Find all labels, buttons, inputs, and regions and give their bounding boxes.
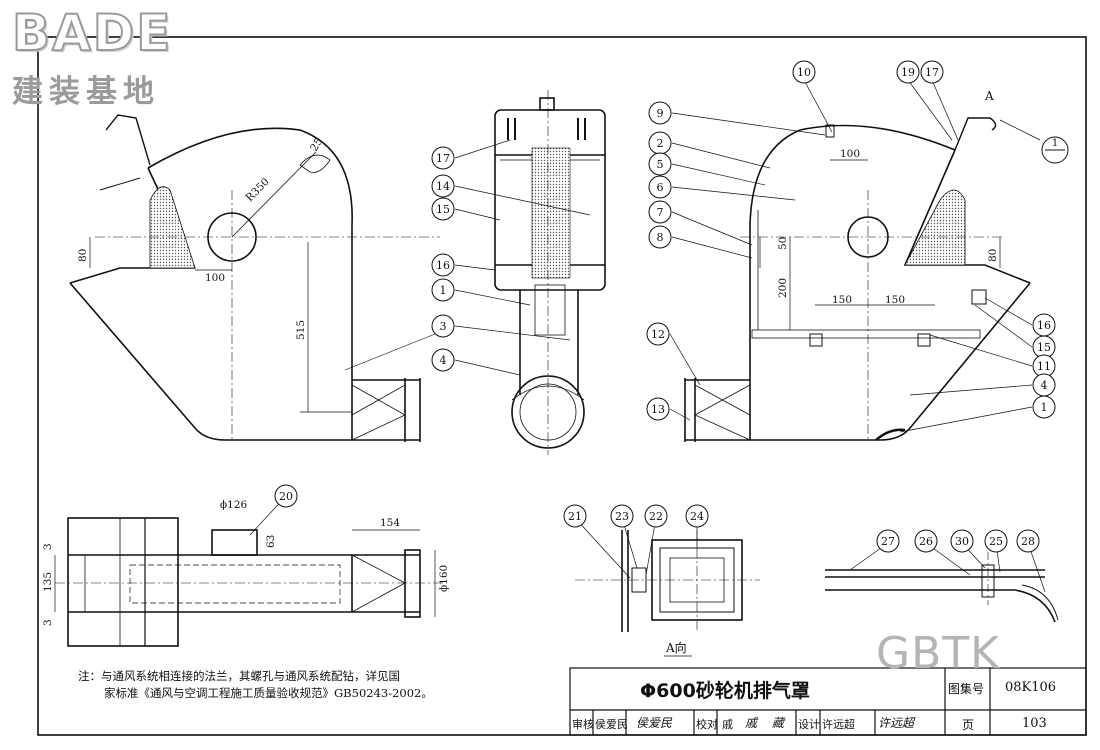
callout-5: 5 — [657, 158, 664, 171]
callout-24: 24 — [690, 510, 704, 523]
sig-checker-handwritten-1: 戚 — [745, 716, 758, 730]
dim-3-a: 3 — [42, 543, 54, 550]
sig-reviewer-handwritten: 侯爱民 — [636, 716, 673, 730]
callout-11: 11 — [1037, 360, 1051, 373]
watermark: GBTK — [876, 628, 1001, 679]
dim-80-left: 80 — [77, 249, 89, 262]
sig-checker-handwritten-2: 藏 — [772, 716, 785, 730]
callout-25: 25 — [989, 535, 1003, 548]
callout-leaders — [249, 79, 1046, 593]
view-a-label: A向 — [665, 640, 687, 655]
dim-150-a: 150 — [832, 294, 852, 306]
callout-30: 30 — [955, 535, 969, 548]
page-label: 页 — [962, 718, 975, 732]
callout-20: 20 — [279, 490, 293, 503]
note-line-2: 家标准《通风与空调工程施工质量验收规范》GB50243-2002。 — [104, 686, 433, 700]
dim-515: 515 — [295, 320, 307, 340]
callout-circles — [274, 60, 1056, 553]
callout-7: 7 — [657, 206, 664, 219]
section-mark: 1 — [1052, 138, 1058, 149]
callout-17: 17 — [436, 152, 450, 165]
detail-view — [825, 552, 1059, 623]
callout-12: 12 — [651, 328, 665, 341]
dim-phi160: ϕ160 — [438, 565, 450, 592]
callout-23: 23 — [615, 510, 629, 523]
callout-10: 10 — [797, 66, 811, 79]
sig-check-label: 校对 — [696, 718, 718, 731]
callout-6: 6 — [657, 181, 664, 194]
dim-63: 63 — [265, 535, 277, 548]
atlas-number: 08K106 — [1005, 680, 1057, 695]
drawing-note: 注：与通风系统相连接的法兰，其螺孔与通风系统配钻，详见国 家标准《通风与空调工程… — [78, 668, 548, 702]
callout-1: 1 — [440, 284, 447, 297]
callout-15: 15 — [436, 203, 450, 216]
dimension-labels: R350 25 80 100 515 100 50 200 150 150 80… — [42, 89, 999, 655]
callout-17r: 17 — [925, 66, 939, 79]
callout-9: 9 — [657, 107, 664, 120]
dim-200: 200 — [777, 278, 789, 298]
callout-22: 22 — [649, 510, 663, 523]
dim-154: 154 — [380, 517, 400, 529]
front-view — [494, 90, 606, 455]
arrow-a-label: A — [984, 89, 994, 103]
callout-13: 13 — [651, 403, 665, 416]
note-line-1: 注：与通风系统相连接的法兰，其螺孔与通风系统配钻，详见国 — [78, 669, 400, 683]
callout-16: 16 — [436, 259, 450, 272]
dim-phi126: ϕ126 — [220, 499, 248, 511]
sig-review-label: 审核 — [572, 718, 594, 731]
callout-3: 3 — [440, 320, 447, 333]
callout-4: 4 — [440, 354, 447, 367]
callout-21: 21 — [568, 510, 582, 523]
callout-15r: 15 — [1037, 341, 1051, 354]
callout-2: 2 — [657, 137, 664, 150]
callout-26: 26 — [919, 535, 933, 548]
dim-25: 25 — [308, 136, 325, 154]
callout-4r: 4 — [1041, 379, 1048, 392]
callout-numbers: 17 14 15 16 1 3 4 10 19 17 9 2 5 6 7 8 1… — [279, 66, 1058, 548]
page-number: 103 — [1022, 716, 1047, 731]
callout-28: 28 — [1021, 535, 1035, 548]
callout-8: 8 — [657, 231, 664, 244]
dim-3-b: 3 — [42, 619, 54, 626]
dim-r350: R350 — [244, 176, 272, 204]
callout-14: 14 — [436, 180, 450, 193]
drawing-frame — [37, 36, 1087, 736]
section-a-view — [575, 530, 760, 632]
atlas-label: 图集号 — [948, 682, 985, 696]
brand-subtitle: 建装基地 — [12, 74, 160, 110]
sig-designer: 许远超 — [822, 718, 855, 731]
title-block — [569, 667, 1087, 736]
left-side-view — [69, 114, 446, 442]
dim-150-b: 150 — [885, 294, 905, 306]
callout-16r: 16 — [1037, 319, 1051, 332]
brand-logo: BADE — [11, 3, 173, 63]
dim-50: 50 — [777, 237, 789, 250]
sig-reviewer: 侯爱民 — [595, 718, 628, 731]
sig-designer-handwritten: 许远超 — [878, 716, 915, 730]
callout-19: 19 — [901, 66, 915, 79]
drawing-title: Φ600砂轮机排气罩 — [640, 680, 810, 702]
plan-view — [54, 517, 445, 647]
callout-1r: 1 — [1041, 401, 1048, 414]
sig-design-label: 设计 — [798, 718, 820, 731]
callout-27: 27 — [881, 535, 895, 548]
dim-100-right: 100 — [840, 148, 860, 160]
right-side-view — [684, 117, 1069, 442]
dim-135: 135 — [42, 572, 54, 592]
sig-checker: 戚 — [722, 718, 733, 731]
dim-80-right: 80 — [987, 249, 999, 262]
dim-100-left: 100 — [205, 272, 225, 284]
